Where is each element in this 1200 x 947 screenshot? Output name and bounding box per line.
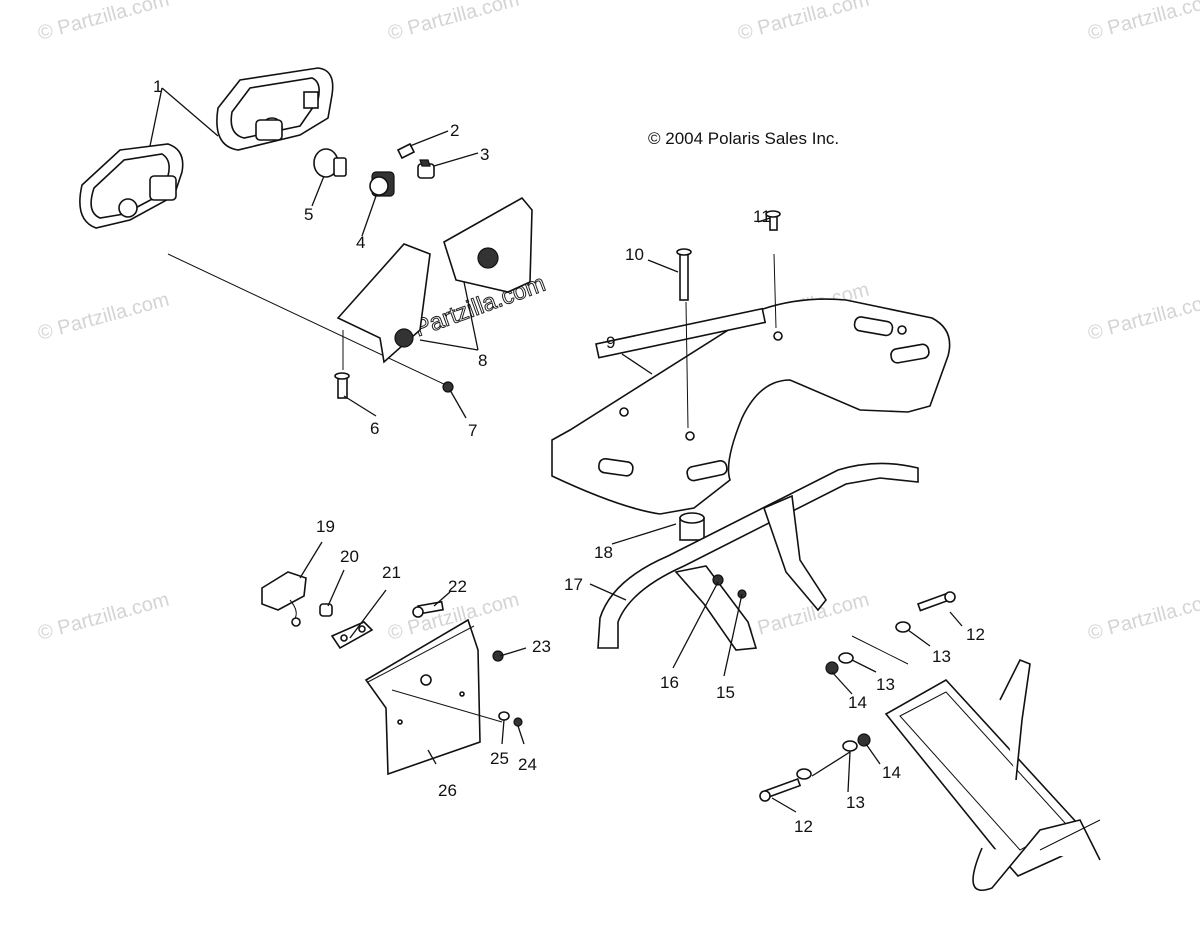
callout-1: 1 (153, 77, 162, 96)
nut-14-lower (857, 733, 871, 747)
bolt-12-upper (916, 591, 956, 612)
rack-support-17 (597, 462, 919, 651)
callout-13-upper: 13 (932, 647, 951, 666)
leader-lines (149, 87, 963, 813)
callout-21: 21 (382, 563, 401, 582)
callout-16: 16 (660, 673, 679, 692)
callout-6: 6 (370, 419, 379, 438)
bulb-3 (417, 159, 435, 179)
bolt-12-lower (759, 777, 802, 802)
callout-11: 11 (753, 207, 771, 226)
callout-19: 19 (316, 517, 335, 536)
grommet-20 (319, 603, 333, 617)
callout-22: 22 (448, 577, 467, 596)
nut-7 (442, 381, 454, 393)
callout-17: 17 (564, 575, 583, 594)
callout-3: 3 (480, 145, 489, 164)
nut-23 (492, 650, 504, 662)
watermark: © Partzilla.com (736, 589, 872, 645)
copyright-text: © 2004 Polaris Sales Inc. (648, 129, 839, 148)
bulb-2 (396, 142, 416, 160)
watermark: © Partzilla.com (1086, 289, 1200, 345)
callout-24: 24 (518, 755, 537, 774)
watermark: © Partzilla.com (36, 589, 172, 645)
light-bracket-8 (336, 196, 533, 364)
washer-13-middle (838, 652, 854, 664)
callout-18: 18 (594, 543, 613, 562)
washer-25 (498, 711, 510, 721)
tail-light-right (216, 67, 334, 151)
callout-10: 10 (625, 245, 644, 264)
screw-6 (334, 372, 350, 399)
washer-13-upper (895, 621, 911, 633)
spacer-18 (679, 512, 705, 541)
license-plate-bracket-26 (364, 618, 481, 776)
rear-rack-9 (551, 298, 951, 515)
watermark: © Partzilla.com (36, 0, 172, 45)
callout-14-lower: 14 (882, 763, 901, 782)
callout-2: 2 (450, 121, 459, 140)
callout-14-middle: 14 (848, 693, 867, 712)
watermark: © Partzilla.com (1086, 0, 1200, 45)
callout-13-middle: 13 (876, 675, 895, 694)
watermark: © Partzilla.com (736, 0, 872, 45)
vehicle-frame (884, 658, 1101, 891)
callout-20: 20 (340, 547, 359, 566)
bolt-22 (412, 600, 444, 618)
callout-labels: 1 2 3 4 5 6 7 8 9 10 11 12 12 13 13 13 1… (153, 77, 985, 836)
relay-19 (261, 571, 307, 627)
callout-12-lower: 12 (794, 817, 813, 836)
callout-5: 5 (304, 205, 313, 224)
callout-8: 8 (478, 351, 487, 370)
bolt-11 (765, 210, 781, 231)
watermark: © Partzilla.com (386, 0, 522, 45)
callout-13-lower: 13 (846, 793, 865, 812)
watermark: © Partzilla.com (36, 289, 172, 345)
socket-4 (369, 171, 395, 197)
callout-25: 25 (490, 749, 509, 768)
callout-26: 26 (438, 781, 457, 800)
callout-15: 15 (716, 683, 735, 702)
washer-13-lower (796, 740, 858, 780)
callout-9: 9 (606, 333, 615, 352)
nut-14-middle (825, 661, 839, 675)
center-line (167, 253, 449, 387)
callout-4: 4 (356, 233, 365, 252)
callout-12-upper: 12 (966, 625, 985, 644)
callout-23: 23 (532, 637, 551, 656)
bulb-5 (313, 148, 347, 178)
callout-7: 7 (468, 421, 477, 440)
nut-24 (513, 717, 523, 727)
tail-light-left (79, 143, 184, 229)
watermarks: © Partzilla.com © Partzilla.com © Partzi… (36, 0, 1200, 645)
watermark: © Partzilla.com (1086, 589, 1200, 645)
bolt-10 (676, 248, 692, 301)
